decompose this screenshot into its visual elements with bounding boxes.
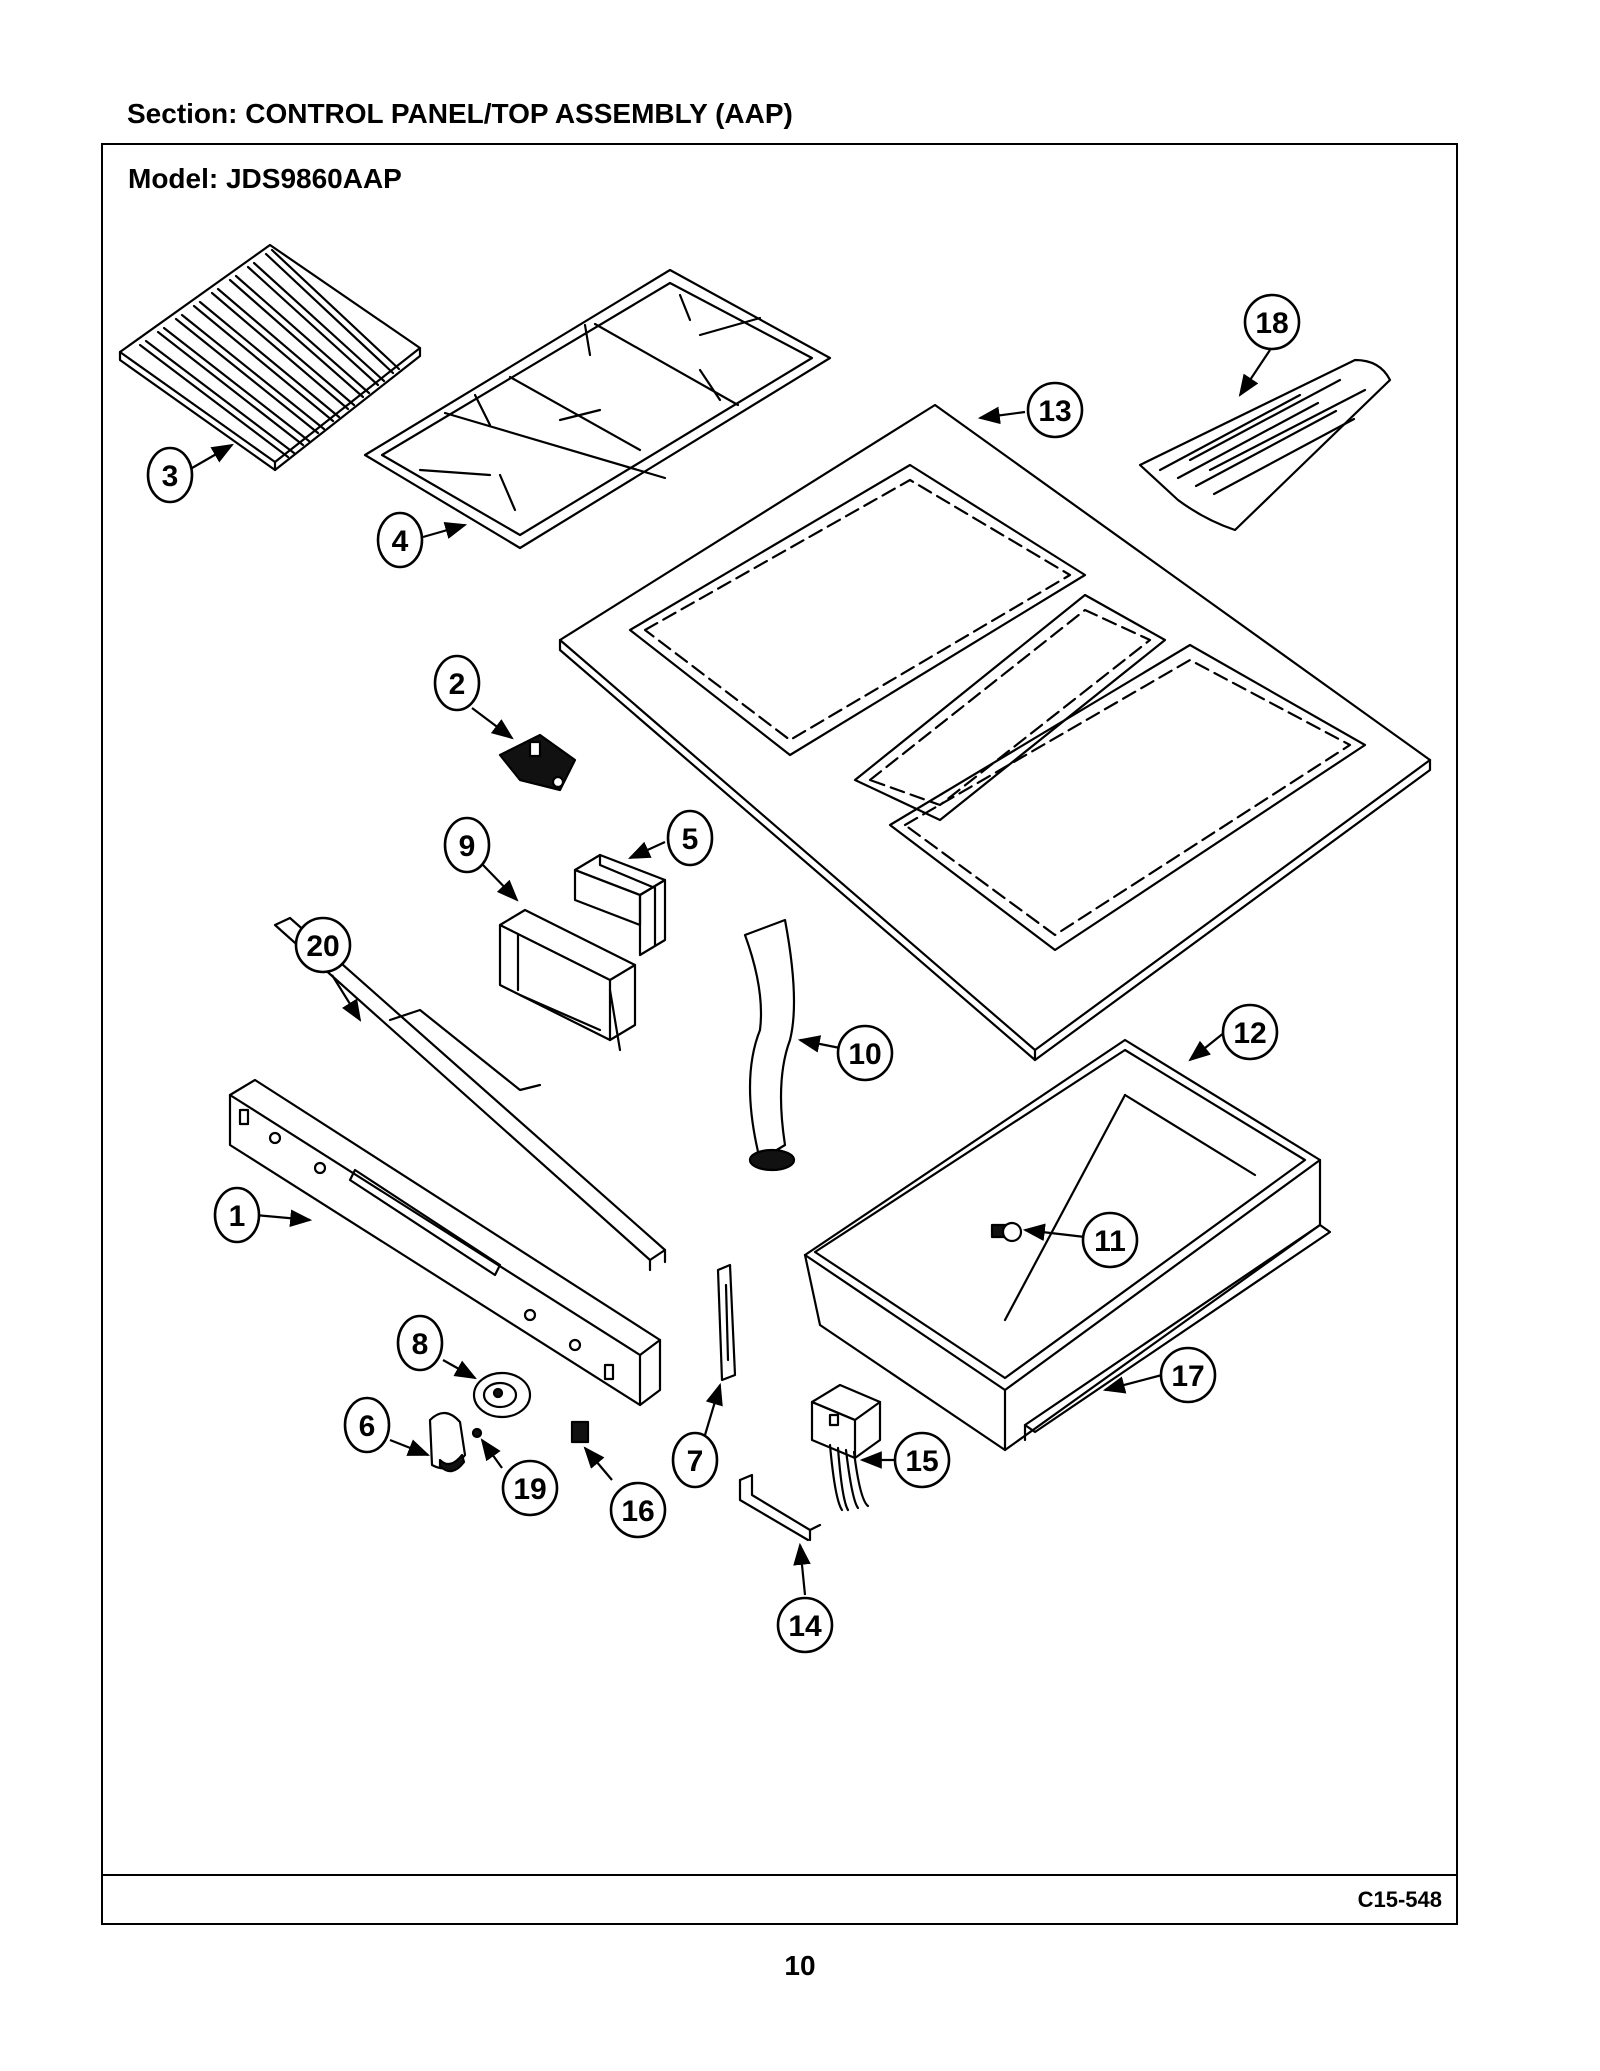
svg-text:17: 17 xyxy=(1171,1360,1204,1393)
svg-text:2: 2 xyxy=(449,668,466,701)
callout-10: 10 xyxy=(836,1024,894,1082)
part-small-bracket xyxy=(716,1263,737,1382)
part-relay xyxy=(810,1383,882,1512)
part-bracket-frame xyxy=(498,908,637,1052)
svg-text:10: 10 xyxy=(848,1038,881,1071)
callout-15: 15 xyxy=(893,1431,951,1489)
svg-text:19: 19 xyxy=(513,1473,546,1506)
callout-4: 4 xyxy=(376,511,424,569)
svg-text:13: 13 xyxy=(1038,395,1071,428)
callout-2: 2 xyxy=(433,654,481,712)
model-title: Model: JDS9860AAP xyxy=(128,163,402,194)
frame-divider xyxy=(103,1874,1456,1876)
part-ignitor-module xyxy=(498,733,577,792)
svg-text:9: 9 xyxy=(459,830,476,863)
svg-text:6: 6 xyxy=(359,1410,376,1443)
part-vent-grille xyxy=(1138,358,1392,532)
svg-text:11: 11 xyxy=(1094,1225,1126,1258)
part-rail xyxy=(1023,1223,1332,1442)
callout-9: 9 xyxy=(443,816,491,874)
part-griddle-grate xyxy=(118,243,422,472)
diagram-frame: Model: JDS9860AAP C15-548 xyxy=(101,143,1458,1925)
svg-text:8: 8 xyxy=(412,1328,429,1361)
part-screw xyxy=(471,1427,483,1439)
svg-text:7: 7 xyxy=(687,1445,704,1478)
leader-lines xyxy=(191,349,1271,1596)
svg-text:15: 15 xyxy=(905,1445,938,1478)
section-title: Section: CONTROL PANEL/TOP ASSEMBLY (AAP… xyxy=(127,98,793,129)
callout-3: 3 xyxy=(146,446,194,504)
svg-text:18: 18 xyxy=(1255,307,1288,340)
part-control-module xyxy=(573,853,667,957)
part-control-panel xyxy=(228,1078,662,1407)
part-duct xyxy=(743,918,796,1172)
part-plug xyxy=(990,1221,1023,1243)
callout-17: 17 xyxy=(1159,1346,1217,1404)
callout-8: 8 xyxy=(396,1314,444,1372)
part-switch xyxy=(570,1420,590,1444)
page-number: 10 xyxy=(784,1950,816,1981)
svg-text:5: 5 xyxy=(682,823,699,856)
callout-20: 20 xyxy=(294,916,352,974)
svg-text:1: 1 xyxy=(229,1200,246,1233)
part-burner-grate xyxy=(363,268,832,550)
svg-text:14: 14 xyxy=(788,1610,822,1643)
callout-7: 7 xyxy=(671,1431,719,1489)
part-knob xyxy=(428,1411,467,1473)
part-drip-pan xyxy=(803,1038,1322,1452)
callout-16: 16 xyxy=(609,1481,667,1539)
svg-text:16: 16 xyxy=(621,1495,654,1528)
callout-19: 19 xyxy=(501,1459,559,1517)
part-mount-bracket xyxy=(738,1473,822,1542)
svg-text:12: 12 xyxy=(1233,1017,1266,1050)
callout-1: 1 xyxy=(213,1186,261,1244)
svg-text:20: 20 xyxy=(306,930,339,963)
callout-18: 18 xyxy=(1243,293,1301,351)
callout-11: 11 xyxy=(1081,1211,1139,1269)
diagram-code: C15-548 xyxy=(1357,1887,1442,1912)
part-cooktop xyxy=(558,403,1432,1062)
part-knob-skirt xyxy=(472,1371,532,1419)
svg-text:4: 4 xyxy=(392,525,409,558)
callout-5: 5 xyxy=(666,809,714,867)
callout-6: 6 xyxy=(343,1396,391,1454)
part-trim-strip xyxy=(273,916,667,1272)
callout-14: 14 xyxy=(776,1596,834,1654)
callout-13: 13 xyxy=(1026,381,1084,439)
svg-text:3: 3 xyxy=(162,460,179,493)
callout-12: 12 xyxy=(1221,1003,1279,1061)
